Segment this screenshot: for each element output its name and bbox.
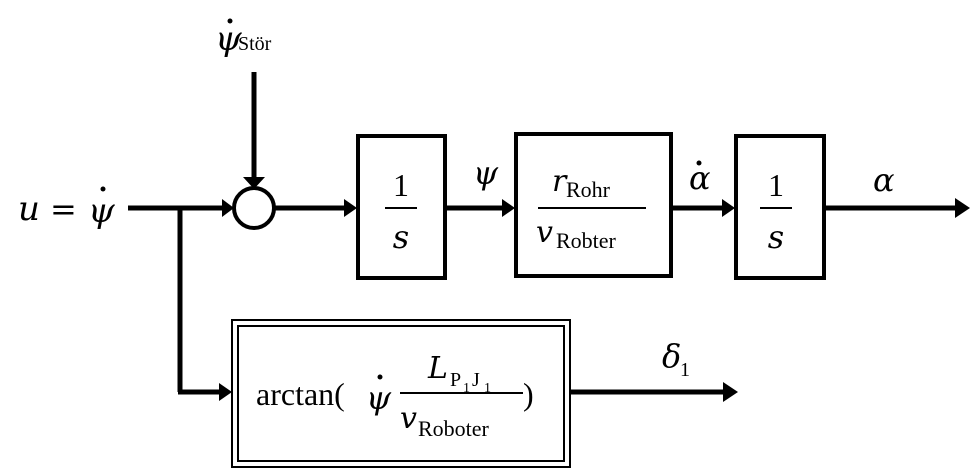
delta-label: δ 1 [662,337,690,381]
branch-arrowhead [219,383,232,401]
arctan-close: ) [523,376,534,412]
delta-arrowhead [723,382,738,402]
arctan-numerator-sub-2-index: 1 [484,381,491,396]
delta-symbol: δ [662,337,681,375]
input-equals: = [50,190,77,228]
gain-numerator-subscript: Rohr [566,177,611,202]
disturbance-label: ψ Stör [215,18,272,59]
integrator-1-numerator: 1 [393,167,409,203]
arctan-denominator: v Roboter [400,401,490,441]
summing-junction [232,186,276,230]
arctan-factor-dot [377,374,383,380]
delta-subscript: 1 [680,359,690,381]
input-arrowhead [222,199,234,217]
alpha-arrowhead [955,198,970,218]
input-dot [100,186,106,192]
disturbance-subscript: Stör [238,33,272,55]
arctan-factor: ψ [366,379,392,417]
arctan-numerator-sub-1: P [450,369,461,391]
arctan-numerator-symbol: L [427,351,448,386]
arctan-numerator-sub-1-index: 1 [463,381,470,396]
integrator-1-denominator: s [393,218,409,256]
arctan-numerator-sub-2: J [472,369,480,391]
gain-denominator-symbol: v [536,215,553,250]
arctan-denominator-symbol: v [400,401,417,436]
input-rhs: ψ [88,191,115,231]
integrator-2-numerator: 1 [768,167,784,203]
disturbance-symbol: ψ [215,19,242,59]
arctan-numerator: L P 1 J 1 [427,351,491,396]
alpha-label: α [873,161,895,199]
alpha-dot-label: α [689,159,711,197]
input-lhs: u [18,189,40,229]
gain-denominator-subscript: Robter [556,228,617,253]
gain-denominator: v Robter [536,215,617,253]
arctan-function: arctan( [256,376,345,412]
arctan-block-inner [237,325,565,462]
alpha-dot-dot [696,160,702,166]
gain-numerator-symbol: r [552,164,568,199]
disturbance-dot [227,18,233,24]
gain-block [514,132,673,278]
psi-arrowhead [502,199,515,217]
sum-arrowhead [344,199,357,217]
integrator-2-denominator: s [768,218,784,256]
arctan-denominator-subscript: Roboter [418,416,490,441]
gain-numerator: r Rohr [552,164,611,202]
disturbance-arrowhead [243,177,265,189]
input-label: u = ψ [18,186,115,231]
alpha-dot-arrowhead [722,199,735,217]
psi-label: ψ [473,154,499,192]
